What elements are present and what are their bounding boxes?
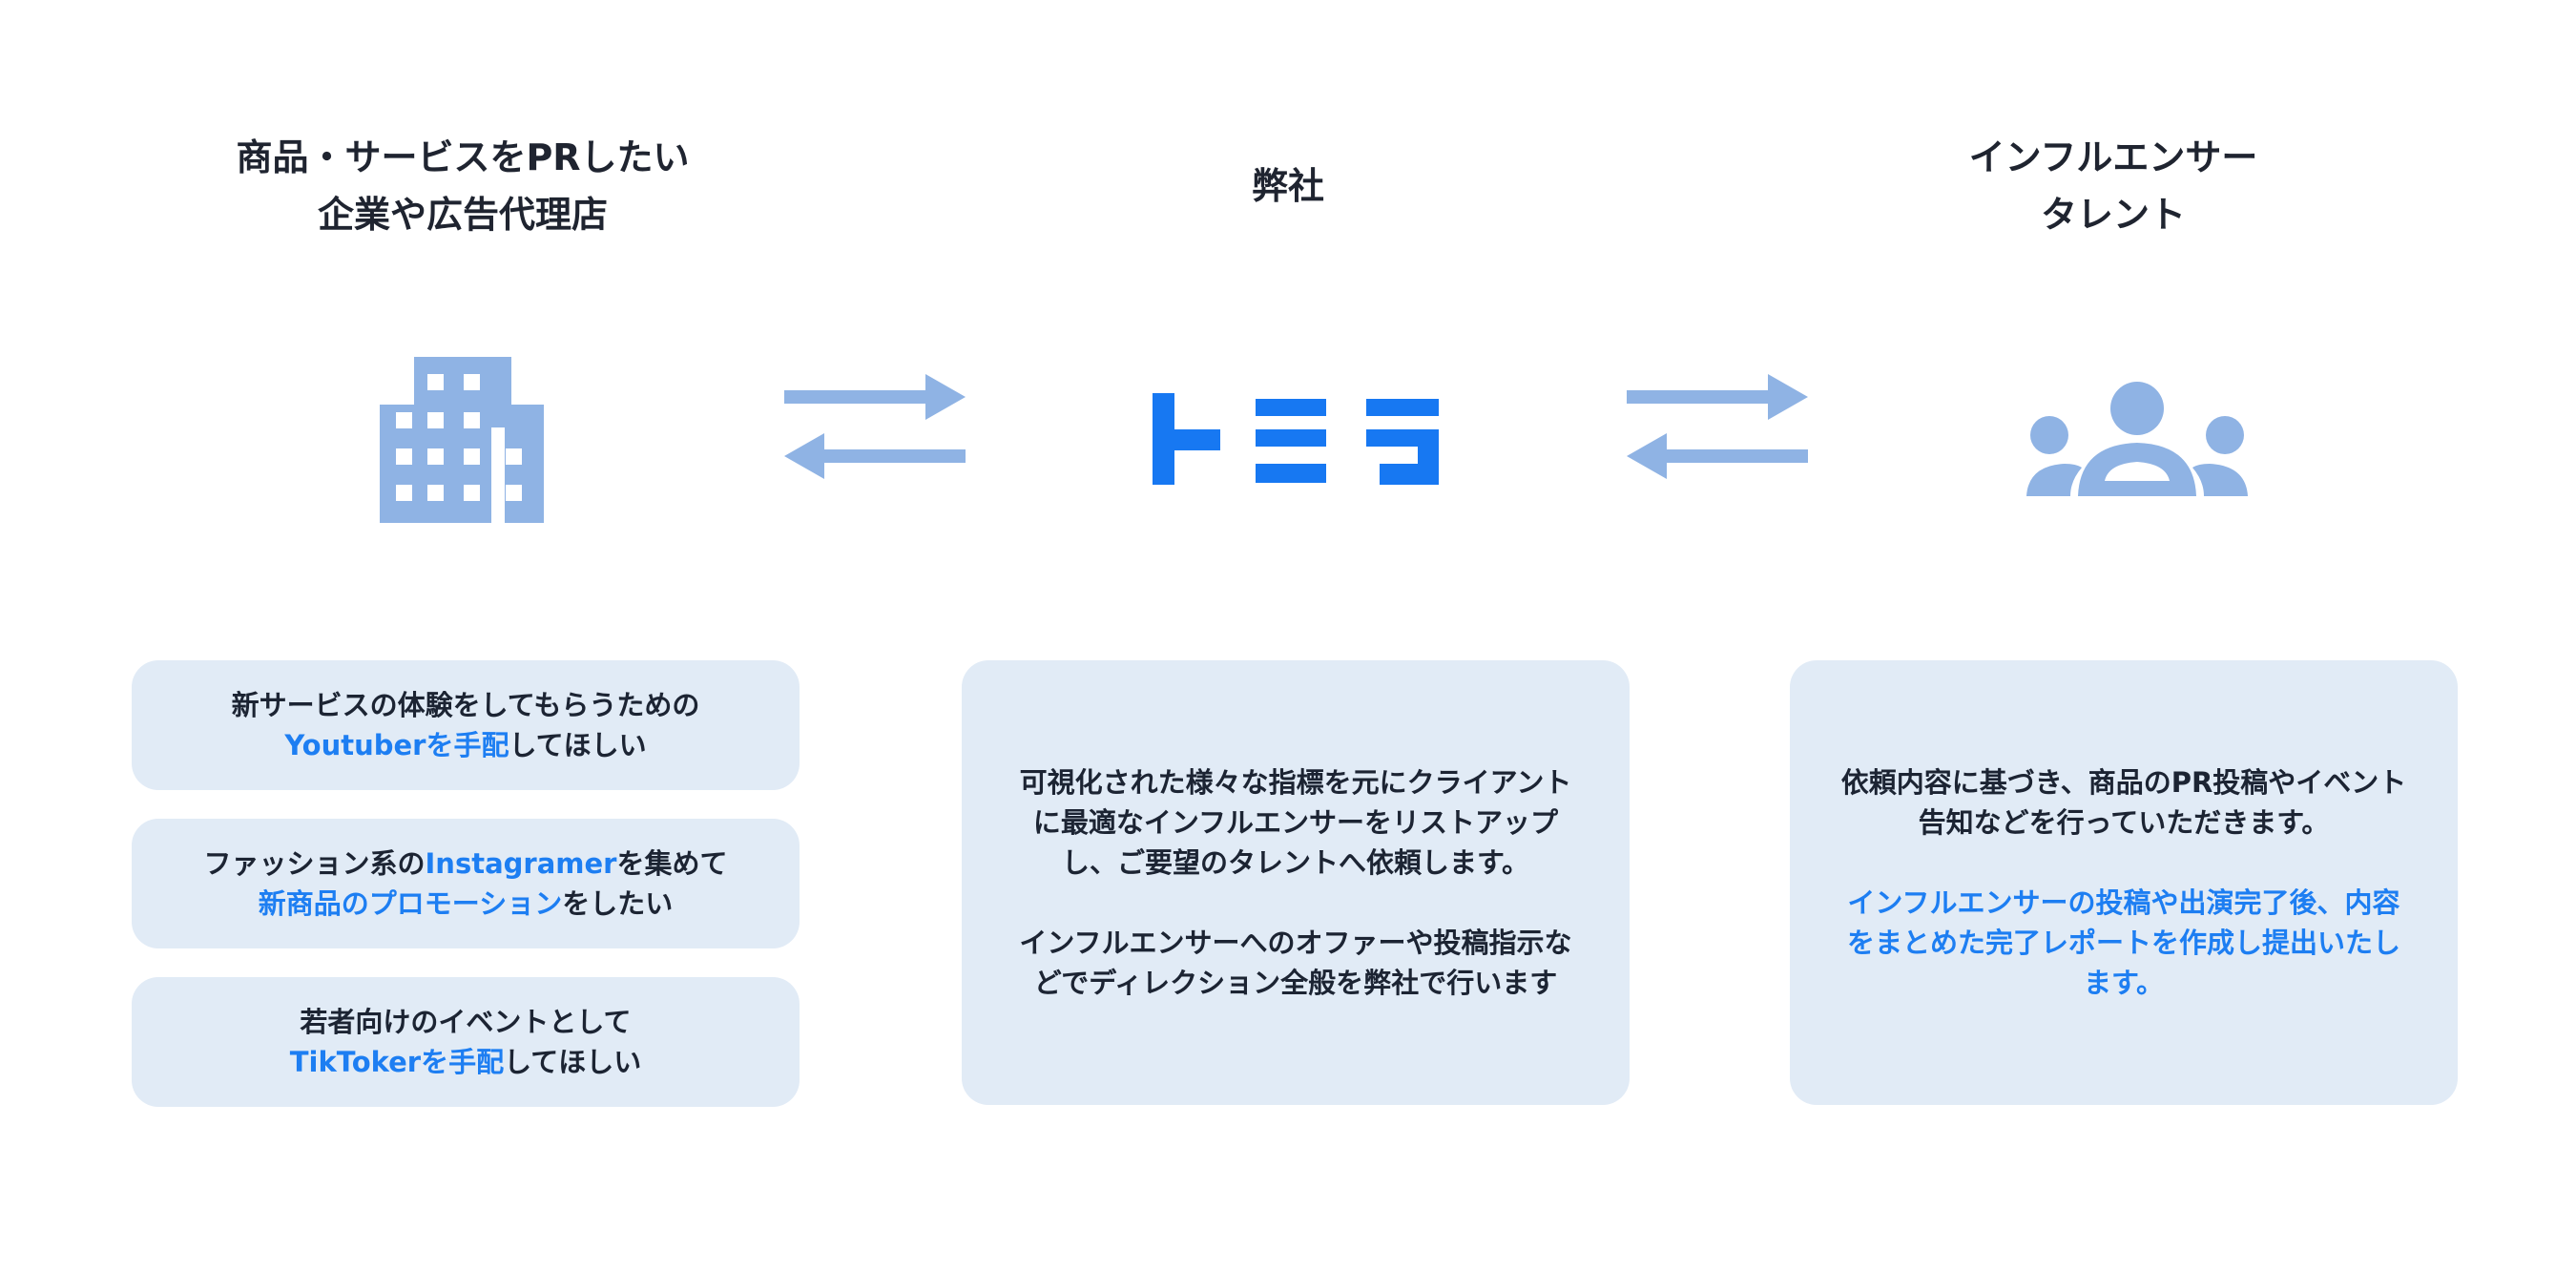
request-card-line1: 若者向けのイベントとして bbox=[300, 1006, 632, 1038]
request-card-highlight: 新商品のプロモーション bbox=[258, 887, 563, 920]
request-card-line2: してほしい bbox=[509, 729, 647, 761]
influencer-description-card: 依頼内容に基づき、商品のPR投稿やイベント 告知などを行っていただきます。 イン… bbox=[1790, 660, 2458, 1105]
request-card-highlight: TikTokerを手配 bbox=[289, 1046, 505, 1078]
request-card-highlight: Youtuberを手配 bbox=[284, 729, 509, 761]
company-title-text: 弊社 bbox=[1251, 165, 1324, 207]
bidirectional-arrows-icon bbox=[784, 374, 966, 479]
bidirectional-arrows-icon bbox=[1627, 374, 1808, 479]
company-card-line: インフルエンサーへのオファーや投稿指示な bbox=[1019, 927, 1572, 959]
request-card-tiktoker: 若者向けのイベントとして TikTokerを手配してほしい bbox=[132, 977, 800, 1107]
company-card-line: し、ご要望のタレントへ依頼します。 bbox=[1061, 846, 1530, 879]
client-title-line1: 商品・サービスをPRしたい bbox=[236, 136, 690, 178]
influencer-card-highlight-line: インフルエンサーの投稿や出演完了後、内容 bbox=[1847, 886, 2400, 919]
company-card-line: どでディレクション全般を弊社で行います bbox=[1033, 967, 1558, 999]
people-group-icon bbox=[2026, 382, 2248, 496]
request-card-line2: をしたい bbox=[562, 887, 674, 920]
influencer-card-line: 告知などを行っていただきます。 bbox=[1918, 806, 2330, 839]
influencer-card-highlight-line: をまとめた完了レポートを作成し提出いたし bbox=[1846, 927, 2400, 959]
request-card-youtuber: 新サービスの体験をしてもらうための Youtuberを手配してほしい bbox=[132, 660, 800, 790]
influencer-title-line1: インフルエンサー bbox=[1968, 136, 2258, 178]
company-description-card: 可視化された様々な指標を元にクライアント に最適なインフルエンサーをリストアップ… bbox=[962, 660, 1630, 1105]
client-title: 商品・サービスをPRしたい 企業や広告代理店 bbox=[129, 0, 797, 372]
client-title-line2: 企業や広告代理店 bbox=[317, 194, 608, 236]
request-card-line1: ファッション系の bbox=[203, 847, 426, 880]
influencer-title-line2: タレント bbox=[2040, 194, 2186, 236]
request-card-line1-rest: を集めて bbox=[616, 847, 728, 880]
influencer-title: インフルエンサー タレント bbox=[1779, 0, 2447, 372]
company-title: 弊社 bbox=[954, 0, 1622, 372]
request-card-highlight: Instagramer bbox=[425, 847, 617, 880]
influencer-card-line: 依頼内容に基づき、商品のPR投稿やイベント bbox=[1840, 766, 2407, 799]
building-icon bbox=[380, 357, 544, 523]
influencer-card-highlight-line: ます。 bbox=[2083, 967, 2165, 999]
request-card-line2: してほしい bbox=[504, 1046, 642, 1078]
company-card-line: 可視化された様々な指標を元にクライアント bbox=[1019, 766, 1572, 799]
tomira-logo-icon bbox=[1153, 393, 1439, 485]
request-card-line1: 新サービスの体験をしてもらうための bbox=[231, 689, 700, 721]
request-card-instagramer: ファッション系のInstagramerを集めて 新商品のプロモーションをしたい bbox=[132, 819, 800, 948]
company-card-line: に最適なインフルエンサーをリストアップ bbox=[1032, 806, 1559, 839]
